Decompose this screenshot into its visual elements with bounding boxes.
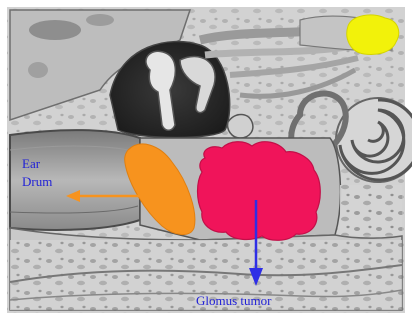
ear-drum-label-line2: Drum bbox=[22, 174, 52, 189]
glomus-tumor-highlight bbox=[198, 142, 321, 241]
bone-cell bbox=[29, 20, 81, 40]
glomus-tumor-label: Glomus tumor bbox=[196, 293, 272, 308]
ear-drum-label-line1: Ear bbox=[22, 156, 41, 171]
nerve-highlight bbox=[347, 15, 399, 55]
bone-cell bbox=[28, 62, 48, 78]
bone-cell bbox=[86, 14, 114, 26]
stapes bbox=[228, 115, 253, 139]
bone-texture-right bbox=[340, 185, 402, 235]
